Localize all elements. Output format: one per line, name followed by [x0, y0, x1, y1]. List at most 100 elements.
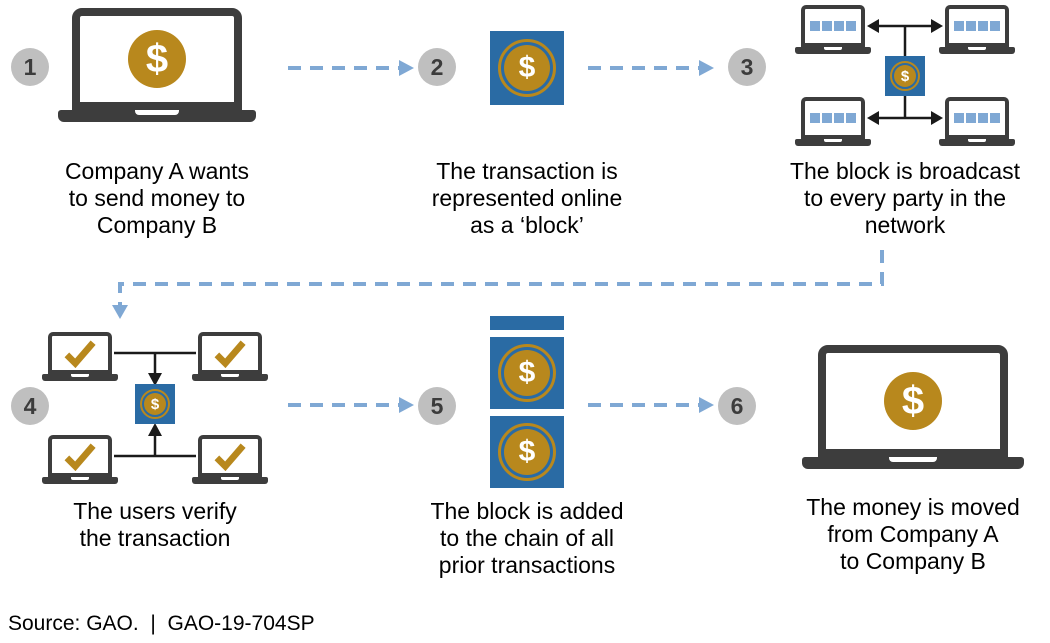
arrowhead-icon [699, 60, 714, 76]
step-number-label: 2 [430, 53, 444, 80]
laptop-screen: $ [72, 8, 242, 110]
laptop-screen [48, 332, 112, 374]
dollar-sign: $ [518, 356, 536, 389]
laptop-company-a-icon: $ [58, 8, 256, 122]
step-caption-4: The users verify the transaction [73, 498, 237, 552]
check-icon [64, 340, 96, 368]
dollar-coin-icon: $ [498, 39, 556, 97]
check-icon [64, 443, 96, 471]
flow-arrow-3-4 [118, 250, 884, 305]
data-block-icon [990, 113, 1000, 123]
network-arrow [879, 96, 931, 120]
transaction-block-icon: $ [490, 416, 564, 488]
check-icon [214, 340, 246, 368]
laptop-screen: $ [818, 345, 1008, 457]
data-block-icon [954, 113, 964, 123]
data-block-icon [822, 21, 832, 31]
laptop-base [42, 477, 118, 484]
step-caption-3: The block is broadcast to every party in… [789, 158, 1021, 239]
step-caption-1: Company A wants to send money to Company… [64, 158, 250, 239]
data-block-icon [822, 113, 832, 123]
arrowhead-icon [148, 373, 162, 386]
dollar-coin-icon: $ [498, 423, 556, 481]
transaction-block-icon: $ [885, 56, 925, 96]
data-blocks-icon [810, 21, 856, 31]
laptop-screen [945, 5, 1009, 47]
data-block-icon [834, 21, 844, 31]
network-arrow [114, 351, 196, 374]
step-number-badge-4: 4 [11, 387, 49, 425]
laptop-base [192, 477, 268, 484]
step-caption-5: The block is added to the chain of all p… [430, 498, 624, 579]
network-laptop-icon [795, 5, 871, 54]
laptop-screen [801, 97, 865, 139]
step-number-label: 1 [23, 53, 37, 80]
step-number-label: 5 [430, 392, 444, 419]
network-laptop-icon [939, 5, 1015, 54]
data-block-icon [978, 21, 988, 31]
dollar-sign: $ [518, 51, 536, 84]
network-arrow [879, 24, 931, 56]
step-number-label: 4 [23, 392, 37, 419]
data-blocks-icon [954, 113, 1000, 123]
data-block-icon [834, 113, 844, 123]
transaction-block-icon: $ [135, 384, 175, 424]
data-block-icon [978, 113, 988, 123]
laptop-base [795, 47, 871, 54]
dollar-sign: $ [150, 395, 160, 413]
data-block-icon [810, 113, 820, 123]
dollar-sign: $ [145, 36, 169, 81]
transaction-block-icon: $ [490, 337, 564, 409]
laptop-base [939, 139, 1015, 146]
broadcast-network-icon: $ [795, 5, 1015, 147]
dollar-sign: $ [900, 67, 910, 85]
network-arrows [114, 351, 196, 458]
step-number-badge-5: 5 [418, 387, 456, 425]
step-number-label: 3 [740, 53, 754, 80]
step-number-badge-2: 2 [418, 48, 456, 86]
laptop-base [58, 110, 256, 122]
network-laptop-icon [192, 435, 268, 484]
step-number-badge-1: 1 [11, 48, 49, 86]
network-laptop-icon [939, 97, 1015, 146]
arrowhead-icon [699, 397, 714, 413]
arrowhead-icon [148, 423, 162, 436]
data-block-icon [954, 21, 964, 31]
dollar-coin-icon: $ [140, 389, 170, 419]
data-block-icon [846, 113, 856, 123]
arrowhead-icon [931, 19, 943, 33]
laptop-screen [198, 332, 262, 374]
step-caption-6: The money is moved from Company A to Com… [806, 494, 1020, 575]
dollar-coin-icon: $ [890, 61, 920, 91]
data-block-icon [846, 21, 856, 31]
data-block-icon [810, 21, 820, 31]
check-icon [214, 443, 246, 471]
arrowhead-icon [399, 397, 414, 413]
network-arrows [867, 19, 943, 125]
laptop-base [42, 374, 118, 381]
data-blocks-icon [954, 21, 1000, 31]
step-caption-2: The transaction is represented online as… [431, 158, 623, 239]
arrowhead-icon [867, 19, 879, 33]
arrowhead-icon [112, 305, 128, 319]
blockchain-chain-icon: $ $ [490, 316, 564, 488]
laptop-screen [48, 435, 112, 477]
network-laptop-icon [42, 332, 118, 381]
source-note: Source: GAO. | GAO-19-704SP [8, 612, 315, 635]
data-blocks-icon [810, 113, 856, 123]
verify-network-icon: $ [40, 332, 270, 484]
step-number-label: 6 [730, 392, 744, 419]
laptop-screen [801, 5, 865, 47]
data-block-icon [990, 21, 1000, 31]
data-block-icon [966, 113, 976, 123]
network-arrow [114, 435, 196, 458]
network-laptop-icon [795, 97, 871, 146]
laptop-base [795, 139, 871, 146]
network-laptop-icon [42, 435, 118, 484]
laptop-base [192, 374, 268, 381]
laptop-screen [198, 435, 262, 477]
dollar-sign: $ [901, 378, 925, 423]
dollar-coin-icon: $ [884, 372, 942, 430]
